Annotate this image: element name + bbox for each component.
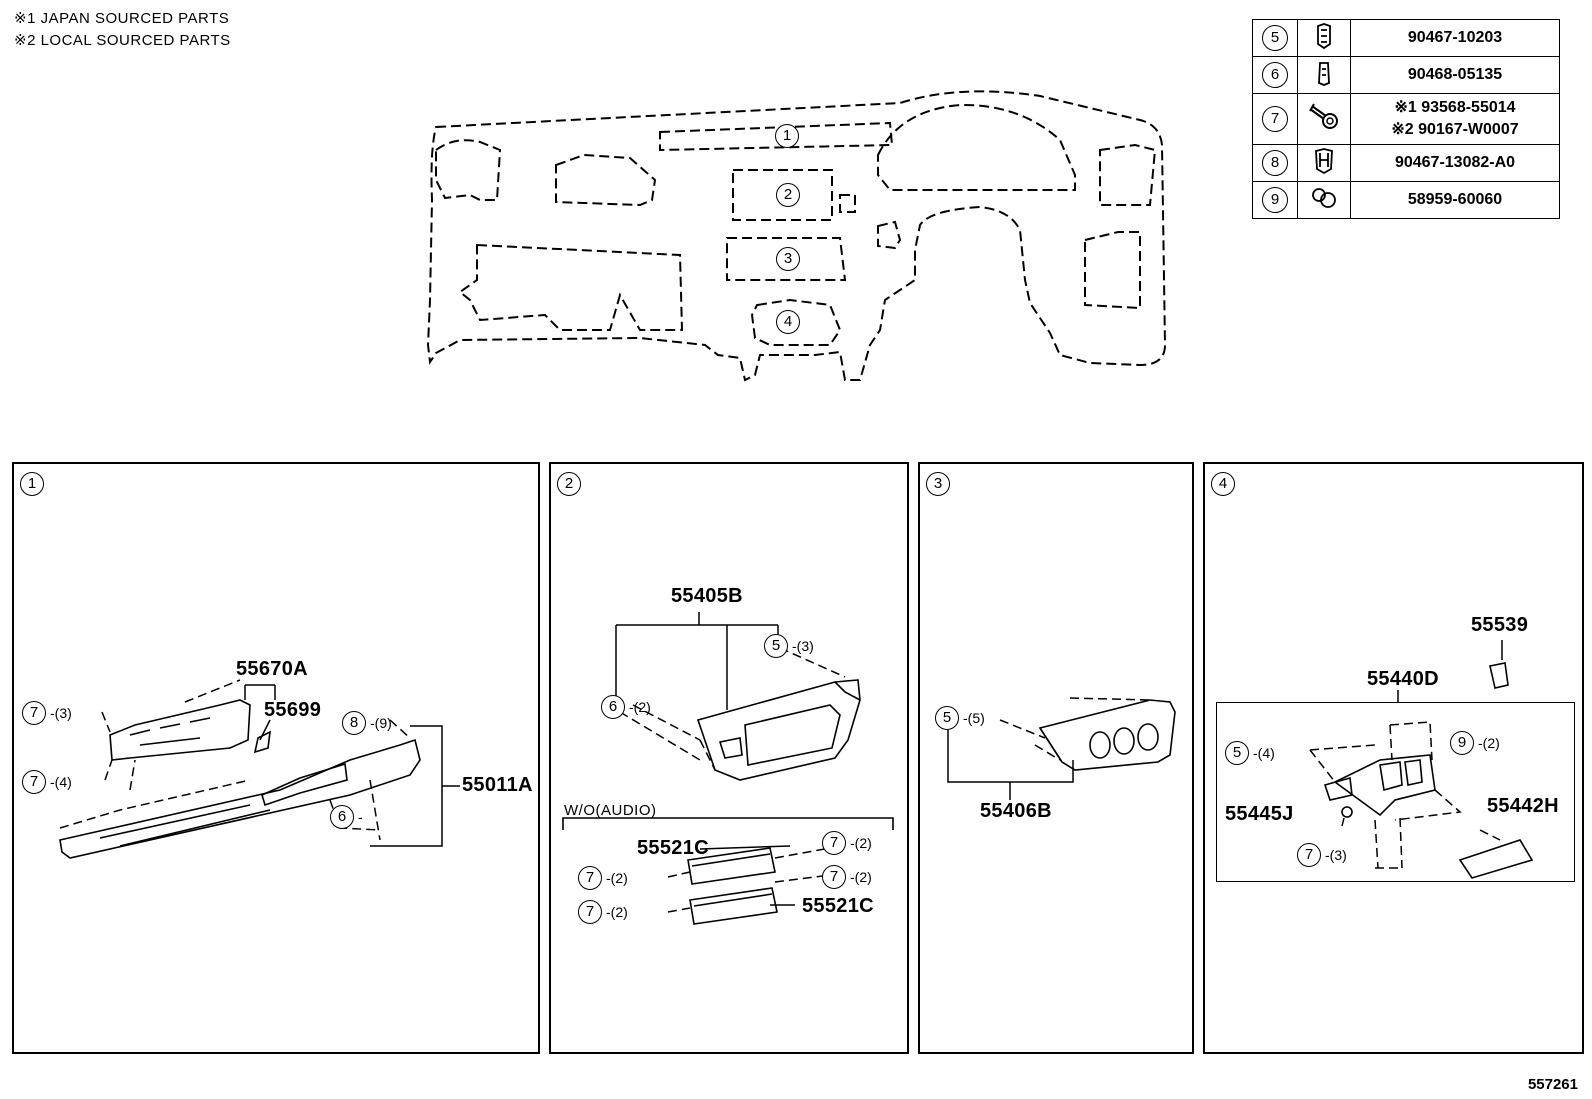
ref-quantity: -(4) [1253, 745, 1275, 761]
ref-callout-7: 7 [1297, 843, 1321, 867]
table-row: 6 90468-05135 [1252, 56, 1560, 94]
ref-number: 5 [1262, 25, 1288, 51]
ref-quantity: -(2) [606, 870, 628, 886]
table-row: 9 58959-60060 [1252, 181, 1560, 219]
document-number: 557261 [1527, 1076, 1578, 1093]
ref-callout-6: 6 [330, 805, 354, 829]
note-local-sourced: ※2 LOCAL SOURCED PARTS [14, 32, 231, 49]
ref-quantity: -(2) [629, 699, 651, 715]
table-row: 8 90467-13082-A0 [1252, 144, 1560, 182]
ref-callout-8: 8 [342, 711, 366, 735]
part-code: 90467-10203 [1407, 29, 1503, 46]
note-japan-sourced: ※1 JAPAN SOURCED PARTS [14, 10, 230, 27]
assembly-group-box [1216, 702, 1575, 882]
clip-icon [1317, 22, 1331, 49]
ref-callout-7: 7 [22, 701, 46, 725]
ref-quantity: -(3) [1325, 847, 1347, 863]
overview-callout-3: 3 [776, 247, 800, 271]
part-label-55539: 55539 [1471, 614, 1529, 636]
ref-callout-9: 9 [1450, 731, 1474, 755]
panel-number: 1 [20, 472, 44, 496]
ref-number: 9 [1262, 187, 1288, 213]
part-label-55521C-lower: 55521C [802, 895, 874, 917]
part-code: 58959-60060 [1407, 191, 1503, 208]
ref-quantity: -(2) [1478, 735, 1500, 751]
panel-2: 2 [549, 462, 909, 1054]
part-label-55670A: 55670A [236, 658, 308, 680]
ref-quantity: -(2) [850, 835, 872, 851]
part-code: 90467-13082-A0 [1394, 154, 1516, 171]
panel-number: 3 [926, 472, 950, 496]
panel-4: 4 [1203, 462, 1584, 1054]
ref-number: 6 [1262, 62, 1288, 88]
panel-3: 3 [918, 462, 1194, 1054]
ref-callout-7: 7 [822, 831, 846, 855]
part-code-japan: ※1 93568-55014 [1394, 99, 1516, 116]
ref-quantity: -(4) [50, 774, 72, 790]
panel-number: 2 [557, 472, 581, 496]
notes: ※1 JAPAN SOURCED PARTS ※2 LOCAL SOURCED … [14, 8, 231, 52]
ref-callout-5: 5 [1225, 741, 1249, 765]
panel-number: 4 [1211, 472, 1235, 496]
part-label-55442H: 55442H [1487, 795, 1559, 817]
table-row: 5 90467-10203 [1252, 19, 1560, 57]
ref-quantity: -(3) [50, 705, 72, 721]
part-label-55521C-upper: 55521C [637, 837, 709, 859]
part-label-55445J: 55445J [1225, 803, 1294, 825]
ref-quantity: -(3) [792, 638, 814, 654]
part-label-55011A: 55011A [462, 774, 533, 796]
ref-callout-7: 7 [22, 770, 46, 794]
ref-quantity: - [358, 809, 363, 825]
ref-callout-7: 7 [822, 865, 846, 889]
part-code-local: ※2 90167-W0007 [1391, 121, 1519, 138]
ref-quantity: -(5) [963, 710, 985, 726]
part-label-55699: 55699 [264, 699, 322, 721]
ref-callout-7: 7 [578, 900, 602, 924]
ref-quantity: -(2) [850, 869, 872, 885]
panel-1: 1 [12, 462, 540, 1054]
ref-callout-5: 5 [764, 634, 788, 658]
clip-icon [1318, 61, 1330, 86]
ref-quantity: -(2) [606, 904, 628, 920]
ref-quantity: -(9) [370, 715, 392, 731]
ref-callout-5: 5 [935, 706, 959, 730]
overview-callout-2: 2 [776, 183, 800, 207]
part-label-55406B: 55406B [980, 800, 1052, 822]
ref-number: 7 [1262, 106, 1288, 132]
part-label-55440D: 55440D [1367, 668, 1439, 690]
screw-icon [1309, 103, 1338, 129]
overview-callout-1: 1 [775, 124, 799, 148]
ref-number: 8 [1262, 150, 1288, 176]
clip-icon [1315, 147, 1333, 174]
cushion-icon [1312, 187, 1336, 208]
overview-callout-4: 4 [776, 310, 800, 334]
part-label-55405B: 55405B [671, 585, 743, 607]
ref-callout-6: 6 [601, 695, 625, 719]
table-row: 7 ※1 93568-55014 ※2 90167-W0007 [1252, 93, 1560, 145]
ref-callout-7: 7 [578, 866, 602, 890]
part-code: 90468-05135 [1407, 66, 1503, 83]
wo-audio-label: W/O(AUDIO) [564, 802, 657, 819]
fastener-parts-table: 5 90467-10203 6 90468-05135 7 ※1 93568-5… [1252, 19, 1560, 219]
